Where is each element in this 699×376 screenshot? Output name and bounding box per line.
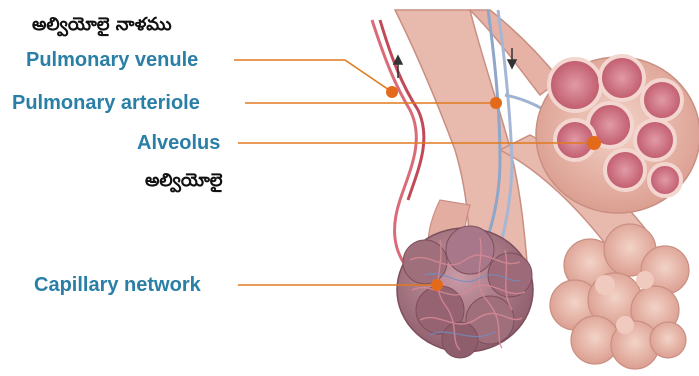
alveolar-sac-upper	[536, 56, 699, 213]
telugu-label-top: అల్వియోలై నాళము	[32, 16, 172, 34]
label-alveolus: Alveolus	[137, 133, 220, 153]
telugu-label-mid: అల్వియోలై	[145, 172, 223, 190]
label-pulmonary-arteriole: Pulmonary arteriole	[12, 93, 200, 113]
capillary-network-cluster	[397, 226, 533, 358]
label-pulmonary-venule: Pulmonary venule	[26, 50, 198, 70]
alveolar-sac-lower	[550, 224, 689, 369]
label-capillary-network: Capillary network	[34, 275, 201, 295]
